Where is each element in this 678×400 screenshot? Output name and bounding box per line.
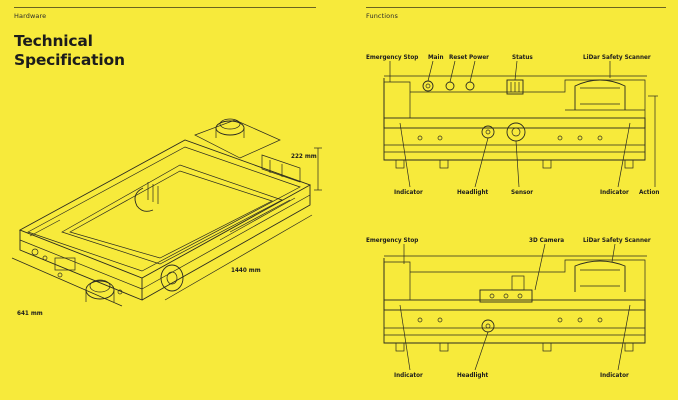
functions-view-top: [383, 60, 658, 188]
label-indicator-right-bottom: Indicator: [600, 373, 629, 379]
label-3d-camera: 3D Camera: [529, 238, 565, 244]
label-sensor: Sensor: [511, 190, 534, 196]
label-indicator-right-top: Indicator: [600, 190, 629, 196]
section-label-functions: Functions: [366, 12, 398, 20]
title-line-2: Specification: [14, 51, 125, 69]
label-headlight-bottom: Headlight: [457, 373, 489, 379]
section-label-hardware: Hardware: [14, 12, 47, 20]
label-reset: Reset: [449, 55, 468, 61]
label-emergency-stop-bottom: Emergency Stop: [366, 238, 419, 244]
label-indicator-left-top: Indicator: [394, 190, 423, 196]
title-line-1: Technical: [14, 32, 93, 50]
label-headlight-top: Headlight: [457, 190, 489, 196]
dim-height: 222 mm: [291, 154, 317, 160]
label-indicator-left-bottom: Indicator: [394, 373, 423, 379]
page-title: Technical Specification: [14, 32, 125, 70]
right-top-rule: [366, 7, 666, 8]
label-action: Action: [639, 190, 660, 196]
dim-length: 1440 mm: [231, 268, 261, 274]
label-lidar-bottom: LiDar Safety Scanner: [583, 238, 651, 244]
left-top-rule: [14, 7, 316, 8]
label-lidar-top: LiDar Safety Scanner: [583, 55, 651, 61]
label-main: Main: [428, 55, 444, 61]
dim-width: 641 mm: [17, 311, 43, 317]
label-status: Status: [512, 55, 533, 61]
label-emergency-stop-top: Emergency Stop: [366, 55, 419, 61]
label-power: Power: [469, 55, 489, 61]
isometric-robot-drawing: [11, 118, 322, 307]
functions-view-bottom: [383, 243, 647, 371]
